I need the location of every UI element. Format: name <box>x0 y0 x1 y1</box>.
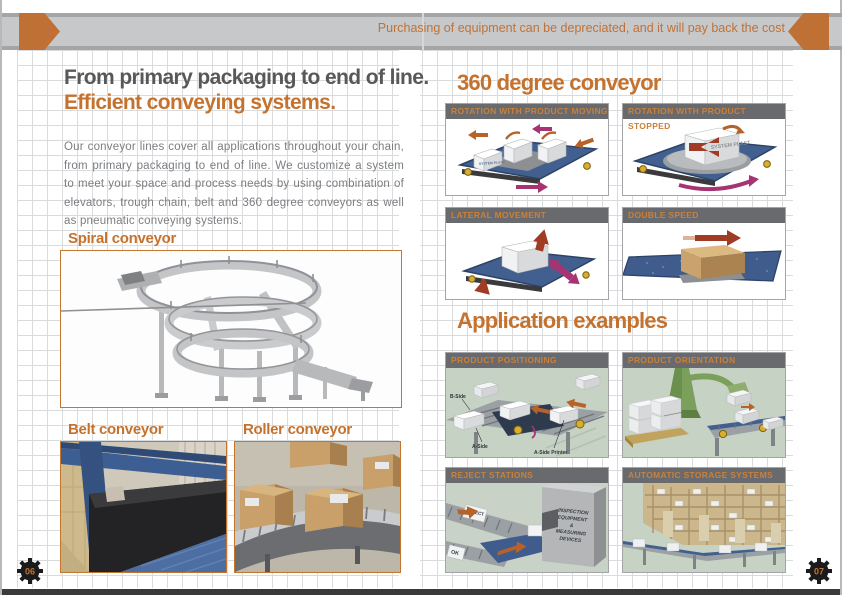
panel-automatic-storage: AUTOMATIC STORAGE SYSTEMS <box>622 467 786 573</box>
panel-title: LATERAL MOVEMENT <box>446 208 608 223</box>
page-number-right: 07 <box>814 567 824 577</box>
rotation-moving-illustration: SYSTEM PLAST <box>457 124 599 193</box>
reject-stations-illustration: REJECT OK INSPECTION EQUIPMENT & MEASURI… <box>446 483 608 572</box>
panel-title: AUTOMATIC STORAGE SYSTEMS <box>623 468 785 483</box>
page-number-gear-left: 06 <box>17 558 43 584</box>
left-page-title: From primary packaging to end of line. <box>64 66 429 89</box>
machine-text-line2: EQUIPMENT <box>557 514 588 523</box>
b-side-annotation: B-Side <box>450 394 466 400</box>
left-page-body-text: Our conveyor lines cover all application… <box>64 141 404 227</box>
machine-text-line4: MEASURING <box>555 528 586 537</box>
heading-application-examples: Application examples <box>457 308 668 333</box>
machine-text-line1: INSPECTION <box>558 507 589 516</box>
panel-title: DOUBLE SPEED <box>623 208 785 223</box>
roller-conveyor-image <box>234 441 401 573</box>
page-number-left: 06 <box>25 567 35 577</box>
spiral-conveyor-label: Spiral conveyor <box>68 230 177 247</box>
system-plast-box-label: SYSTEM PLAST <box>479 160 506 166</box>
lateral-movement-illustration <box>461 229 597 295</box>
bottom-border-band <box>2 589 840 595</box>
machine-text-line3: & <box>570 523 575 529</box>
heading-360-conveyor: 360 degree conveyor <box>457 70 662 95</box>
page-number-gear-right: 07 <box>806 558 832 584</box>
panel-reject-stations: REJECT STATIONS REJECT OK INSPECTION EQU… <box>445 467 609 573</box>
rotation-stopped-illustration: SYSTEM PLAST <box>632 124 778 192</box>
belt-conveyor-photo <box>61 442 226 572</box>
panel-title: PRODUCT ORIENTATION <box>623 353 785 368</box>
belt-conveyor-image <box>60 441 227 573</box>
spiral-conveyor-illustration <box>61 256 373 402</box>
roller-conveyor-photo <box>235 442 400 572</box>
left-page-subtitle: Efficient conveying systems. <box>64 91 336 114</box>
panel-double-speed: DOUBLE SPEED <box>622 207 786 300</box>
panel-title: PRODUCT POSITIONING <box>446 353 608 368</box>
automatic-storage-illustration <box>623 483 785 572</box>
product-positioning-illustration: B-Side A-Side A-Side Printer <box>446 368 608 457</box>
top-banner-fold-line <box>422 13 424 50</box>
machine-text-line5: DEVICES <box>559 536 582 544</box>
panel-title: REJECT STATIONS <box>446 468 608 483</box>
panel-rotation-product-stopped: ROTATION WITH PRODUCT STOPPED SYSTEM PLA… <box>622 103 786 196</box>
top-banner-slogan: Purchasing of equipment can be depreciat… <box>377 21 785 35</box>
spiral-conveyor-image <box>60 250 402 408</box>
panel-lateral-movement: LATERAL MOVEMENT <box>445 207 609 300</box>
panel-title: ROTATION WITH PRODUCT STOPPED <box>623 104 785 131</box>
product-orientation-illustration <box>623 368 785 457</box>
panel-rotation-product-moving: ROTATION WITH PRODUCT MOVING SYSTEM PLAS… <box>445 103 609 196</box>
panel-product-positioning: PRODUCT POSITIONING B-Side A-Side <box>445 352 609 458</box>
ok-box-label: OK <box>450 549 459 557</box>
page-fold-gutter <box>399 50 420 588</box>
a-side-annotation: A-Side <box>472 444 488 450</box>
belt-conveyor-label: Belt conveyor <box>68 421 164 438</box>
roller-conveyor-label: Roller conveyor <box>243 421 352 438</box>
a-side-printer-annotation: A-Side Printer <box>534 450 567 456</box>
panel-product-orientation: PRODUCT ORIENTATION <box>622 352 786 458</box>
panel-title: ROTATION WITH PRODUCT MOVING <box>446 104 608 119</box>
system-plast-box-label: SYSTEM PLAST <box>711 140 752 151</box>
double-speed-illustration <box>623 230 782 283</box>
